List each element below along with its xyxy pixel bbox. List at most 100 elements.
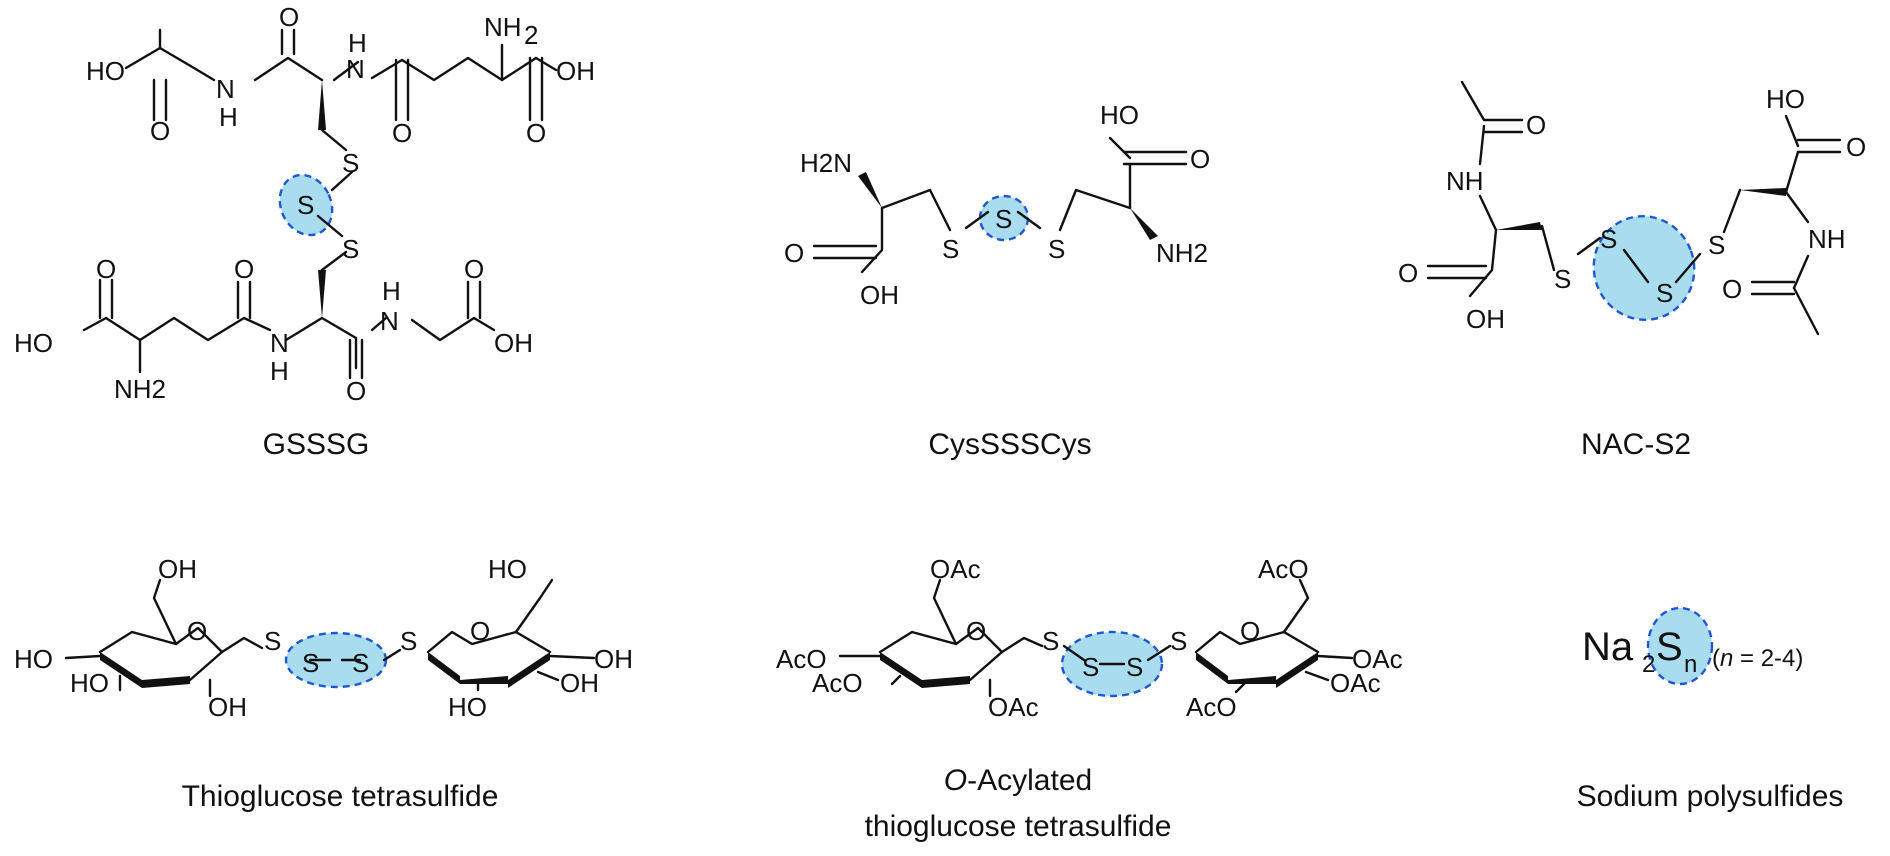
atom-label: S [342, 148, 359, 178]
sulfur-highlight [278, 173, 334, 237]
caption-thioglucose-tetrasulfide: Thioglucose tetrasulfide [182, 780, 499, 813]
atom-label: O [96, 254, 116, 284]
atom-label: NH [1808, 224, 1846, 254]
atom-label: N [346, 54, 365, 84]
atom-label: S [1170, 626, 1187, 656]
atom-label: S [1656, 278, 1673, 308]
atom-label: HO [14, 328, 53, 358]
sulfur-highlight [1646, 606, 1714, 686]
atom-label: OH [594, 644, 633, 674]
gsssg-bonds [82, 28, 558, 380]
atom-label: O [526, 118, 546, 148]
cond-open: ( [1712, 645, 1720, 672]
atom-label: S [1554, 264, 1571, 294]
atom-label: OH [158, 554, 197, 584]
atom-label: OH [1466, 304, 1505, 334]
atom-label: S [1600, 224, 1617, 254]
atom-label: S [264, 626, 281, 656]
atom-label: OH [494, 328, 533, 358]
panel-o-acylated-thioglucose: OAc O AcO AcO OAc S S S S AcO O OAc OAc … [776, 554, 1403, 843]
formula-s-subscript: n [1684, 651, 1697, 678]
atom-label: HO [1766, 84, 1805, 114]
panel-cyssscys: H2N O OH S S S HO O NH2 CysSSSCys [784, 100, 1210, 461]
atom-label: O [150, 116, 170, 146]
formula-s: S [1656, 625, 1683, 669]
atom-label: OAc [988, 692, 1039, 722]
atom-label: H [219, 102, 238, 132]
atom-label: O [464, 254, 484, 284]
atom-label: OAc [1352, 644, 1403, 674]
atom-label: 2 [524, 20, 538, 50]
atom-label: O [1190, 144, 1210, 174]
atom-label: O [1722, 274, 1742, 304]
atom-label: S [302, 648, 319, 678]
atom-label: OH [208, 692, 247, 722]
atom-label: HO [488, 554, 527, 584]
caption-o-acylated-line2: thioglucose tetrasulfide [865, 810, 1172, 843]
atom-label: O [1846, 132, 1866, 162]
atom-label: H2N [800, 148, 852, 178]
atom-label: O [279, 2, 299, 32]
atom-label: S [1082, 652, 1099, 682]
atom-label: O [234, 254, 254, 284]
formula-na: Na [1582, 625, 1634, 669]
formula-na-subscript: 2 [1642, 651, 1655, 678]
atom-label: AcO [1186, 692, 1237, 722]
panel-thioglucose-tetrasulfide: OH O HO HO OH S S S S HO O OH OH HO Thio… [14, 554, 633, 813]
atom-label: NH2 [114, 374, 166, 404]
formula-condition: (n = 2-4) [1712, 645, 1803, 672]
atom-label: S [1042, 626, 1059, 656]
atom-label: OAc [930, 554, 981, 584]
panel-nac-s2: O NH O OH S S S S HO O NH O NAC-S2 [1398, 80, 1866, 461]
atom-label: S [342, 234, 359, 264]
panel-gsssg: HO O N H O H N O O NH 2 OH S S S O N H O… [14, 2, 595, 461]
atom-label: S [1048, 234, 1065, 264]
caption-italic-o: O [944, 764, 967, 797]
thioglucose-bonds [64, 578, 596, 698]
sulfur-highlight [284, 631, 388, 689]
cond-rest: = 2-4) [1733, 645, 1803, 672]
atom-label: HO [14, 644, 53, 674]
atom-label: H [270, 356, 289, 386]
panel-sodium-polysulfides: Na 2 S n (n = 2-4) Sodium polysulfides [1577, 606, 1844, 813]
atom-label: AcO [1258, 554, 1309, 584]
atom-label: OH [560, 668, 599, 698]
atom-label: NH [1446, 166, 1484, 196]
atom-label: HO [70, 668, 109, 698]
caption-o-acylated-line1: O-Acylated [944, 764, 1092, 797]
atom-label: OH [860, 280, 899, 310]
atom-label: AcO [776, 644, 827, 674]
atom-label: O [187, 616, 207, 646]
atom-label: S [1708, 230, 1725, 260]
atom-label: S [995, 204, 1012, 234]
atom-label: H [348, 28, 367, 58]
cond-var: n [1720, 645, 1733, 672]
caption-line1-rest: -Acylated [967, 764, 1092, 797]
atom-label: HO [1100, 100, 1139, 130]
atom-label: S [400, 626, 417, 656]
atom-label: AcO [812, 668, 863, 698]
atom-label: OAc [1330, 668, 1381, 698]
acylated-bonds [838, 578, 1354, 698]
atom-label: N [216, 74, 235, 104]
caption-gsssg: GSSSG [263, 428, 370, 461]
atom-label: S [1126, 652, 1143, 682]
atom-label: S [352, 648, 369, 678]
atom-label: NH [484, 12, 522, 42]
atom-label: O [1398, 258, 1418, 288]
atom-label: O [1526, 110, 1546, 140]
caption-nac-s2: NAC-S2 [1581, 428, 1691, 461]
atom-label: HO [86, 56, 125, 86]
atom-label: NH2 [1156, 238, 1208, 268]
sulfur-highlight [1592, 215, 1696, 321]
atom-label: N [270, 328, 289, 358]
atom-label: N [380, 306, 399, 336]
atom-label: O [346, 376, 366, 406]
atom-label: O [470, 616, 490, 646]
atom-label: S [942, 234, 959, 264]
atom-label: HO [448, 692, 487, 722]
atom-label: OH [556, 56, 595, 86]
caption-sodium-polysulfides: Sodium polysulfides [1577, 780, 1844, 813]
atom-label: H [382, 276, 401, 306]
